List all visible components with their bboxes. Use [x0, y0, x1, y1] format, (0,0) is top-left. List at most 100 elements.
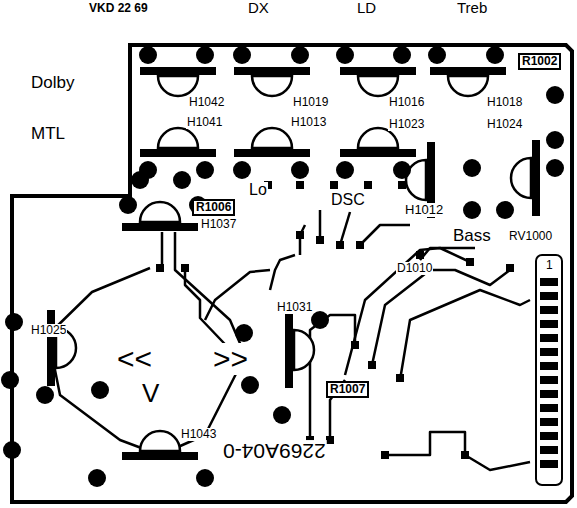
solder-pad [393, 46, 411, 64]
board-edge [129, 45, 132, 196]
solder-pad [496, 201, 514, 219]
solder-pad [486, 46, 504, 64]
via-pad [466, 258, 474, 266]
via-pad [364, 181, 372, 189]
solder-pad [336, 46, 354, 64]
led-symbol [47, 310, 76, 386]
solder-pad [3, 441, 21, 459]
led-bar [122, 452, 198, 460]
trace [385, 432, 530, 470]
part-label: Lo [248, 182, 268, 199]
part-label: RV1000 [508, 230, 553, 243]
led-dome [448, 76, 488, 96]
led-bar [47, 310, 55, 386]
led-dome [358, 76, 398, 96]
trace [205, 270, 270, 320]
led-bar [140, 67, 216, 75]
via-pad [396, 374, 404, 382]
led-group [47, 67, 540, 460]
led-dome [511, 158, 531, 198]
trimmer-stripe [540, 418, 558, 426]
trace [300, 225, 305, 255]
trimmer-stripe [540, 292, 558, 300]
trace [360, 225, 410, 245]
part-label: D1010 [396, 262, 433, 275]
via-pad [356, 241, 364, 249]
via-pad [296, 231, 304, 239]
part-label: H1043 [180, 428, 217, 441]
via-pad [461, 451, 469, 459]
part-label: H1019 [292, 96, 329, 109]
led-dome [158, 76, 198, 96]
trace-group [48, 210, 530, 470]
led-symbol [340, 67, 416, 96]
solder-pad [36, 386, 54, 404]
solder-pad [235, 324, 253, 342]
trimmer-symbol [536, 255, 562, 485]
via-pad [368, 361, 376, 369]
resistor-label: R1007 [326, 381, 369, 398]
part-label: 1 [545, 259, 554, 272]
solder-pad [291, 161, 309, 179]
solder-pad [233, 161, 251, 179]
pad-group [1, 46, 564, 487]
resistor-label: R1002 [518, 53, 561, 70]
part-label: MTL [30, 125, 66, 143]
led-symbol [140, 128, 216, 157]
solder-pad [196, 46, 214, 64]
trimmer-stripe [540, 278, 558, 286]
part-label: H1016 [388, 96, 425, 109]
via-pad [398, 181, 406, 189]
led-dome [252, 128, 292, 148]
via-pad [416, 251, 424, 259]
part-label: LD [356, 0, 377, 16]
solder-pad [546, 131, 564, 149]
via-pad [156, 264, 164, 272]
solder-pad [91, 381, 109, 399]
solder-pad [273, 406, 291, 424]
led-dome [294, 330, 314, 370]
trimmer-stripes [540, 278, 558, 468]
part-label: DX [247, 0, 270, 16]
solder-pad [311, 311, 329, 329]
part-label: DSC [330, 192, 366, 209]
led-bar [532, 140, 540, 216]
part-label: H1037 [200, 218, 237, 231]
led-symbol [234, 128, 310, 157]
part-label: Dolby [30, 74, 75, 92]
solder-pad [463, 159, 481, 177]
solder-pad [233, 46, 251, 64]
trimmer-body [536, 255, 562, 485]
part-label: Treb [456, 0, 488, 16]
part-label: H1042 [188, 96, 225, 109]
trace [340, 212, 350, 245]
trimmer-stripe [540, 320, 558, 328]
led-symbol [140, 67, 216, 96]
led-dome [252, 76, 292, 96]
trimmer-stripe [540, 460, 558, 468]
solder-pad [131, 171, 149, 189]
led-symbol [234, 67, 310, 96]
solder-pad [196, 161, 214, 179]
via-pad [381, 451, 389, 459]
solder-pad [546, 86, 564, 104]
led-bar [122, 223, 198, 231]
via-pad [351, 341, 359, 349]
trimmer-stripe [540, 446, 558, 454]
part-label: H1013 [290, 116, 327, 129]
solder-pad [428, 46, 446, 64]
trimmer-stripe [540, 306, 558, 314]
solder-pad [546, 159, 564, 177]
solder-pad [463, 201, 481, 219]
led-bar [234, 67, 310, 75]
part-label: H1031 [276, 301, 313, 314]
trace [161, 232, 164, 268]
led-bar [340, 67, 416, 75]
via-pad [326, 436, 334, 444]
trace [310, 315, 355, 440]
part-label: Bass [452, 227, 492, 245]
trace [372, 270, 510, 365]
